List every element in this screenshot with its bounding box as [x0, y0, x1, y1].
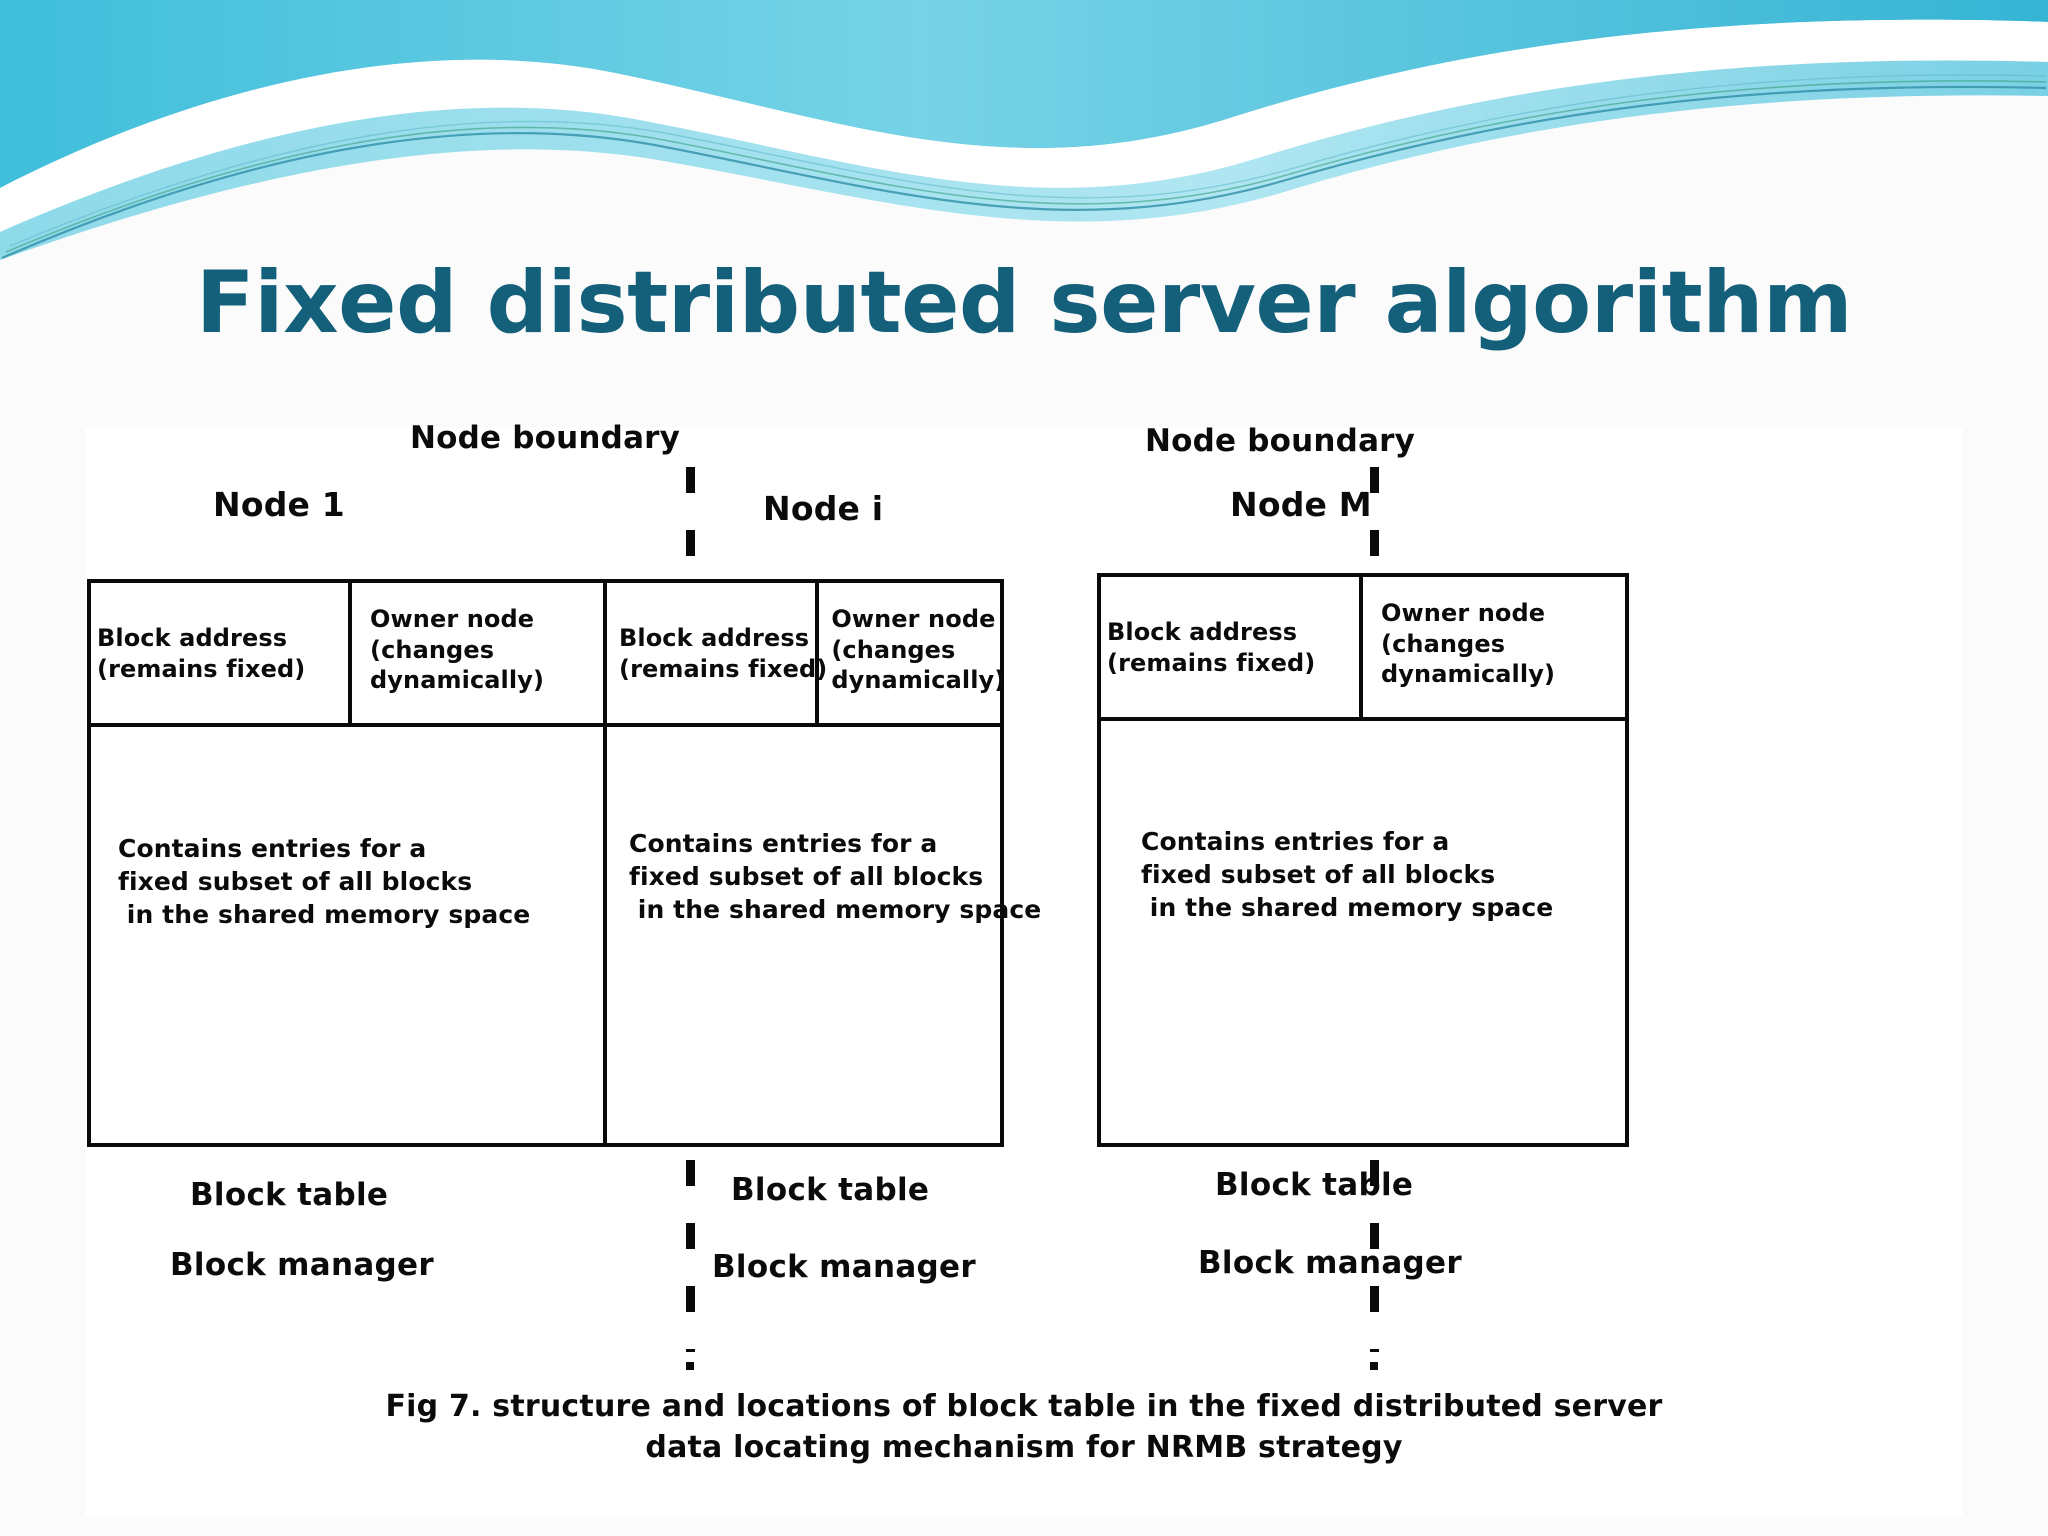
block-manager-label-1: Block manager — [170, 1247, 434, 1283]
owner-node-cell-2: Owner node (changes dynamically) — [819, 583, 1005, 725]
block-address-cell-2: Block address (remains fixed) — [607, 583, 827, 725]
node-boundary-label-2: Node boundary — [1145, 423, 1416, 459]
block-table-label-2: Block table — [731, 1172, 930, 1208]
block-table-body-3: Contains entries for a fixed subset of a… — [1097, 717, 1629, 1147]
node-boundary-dot-1 — [686, 1362, 694, 1370]
block-table-header-1: Block address (remains fixed) Owner node… — [87, 579, 617, 725]
header-decoration — [0, 0, 2048, 260]
block-table-label-3: Block table — [1215, 1167, 1414, 1203]
node-boundary-label-1: Node boundary — [410, 420, 681, 456]
block-table-label-1: Block table — [190, 1177, 389, 1213]
block-address-text-2: Block address (remains fixed) — [619, 624, 828, 683]
block-manager-label-2: Block manager — [712, 1249, 976, 1285]
block-table-body-2: Contains entries for a fixed subset of a… — [603, 723, 1041, 1147]
node-title-2: Node i — [763, 489, 884, 528]
owner-node-cell-1: Owner node (changes dynamically) — [352, 583, 613, 725]
block-address-text-1: Block address (remains fixed) — [97, 624, 306, 683]
block-table-body-text-3: Contains entries for a fixed subset of a… — [1141, 827, 1554, 922]
owner-node-text-3: Owner node (changes dynamically) — [1381, 598, 1556, 689]
block-address-text-3: Block address (remains fixed) — [1107, 618, 1316, 677]
block-table-header-3: Block address (remains fixed) Owner node… — [1097, 573, 1629, 719]
node-title-1: Node 1 — [213, 485, 345, 524]
block-address-cell-1: Block address (remains fixed) — [91, 583, 352, 725]
owner-node-cell-3: Owner node (changes dynamically) — [1363, 577, 1625, 719]
page-title: Fixed distributed server algorithm — [195, 253, 1853, 353]
block-table-body-1: Contains entries for a fixed subset of a… — [87, 723, 617, 1147]
figure-panel: Node boundary Node boundary Node 1 Block… — [85, 420, 1963, 1517]
block-address-cell-3: Block address (remains fixed) — [1101, 577, 1363, 719]
block-manager-label-3: Block manager — [1198, 1245, 1462, 1281]
block-table-body-text-2: Contains entries for a fixed subset of a… — [629, 829, 1042, 924]
owner-node-text-1: Owner node (changes dynamically) — [370, 604, 545, 695]
owner-node-text-2: Owner node (changes dynamically) — [831, 604, 1006, 695]
header-wave-graphic — [0, 0, 2048, 260]
node-boundary-dot-2 — [1370, 1362, 1378, 1370]
node-title-3: Node M — [1230, 485, 1372, 524]
block-table-header-2: Block address (remains fixed) Owner node… — [603, 579, 1005, 725]
figure-caption: Fig 7. structure and locations of block … — [385, 1389, 1663, 1465]
block-table-body-text-1: Contains entries for a fixed subset of a… — [118, 834, 531, 929]
